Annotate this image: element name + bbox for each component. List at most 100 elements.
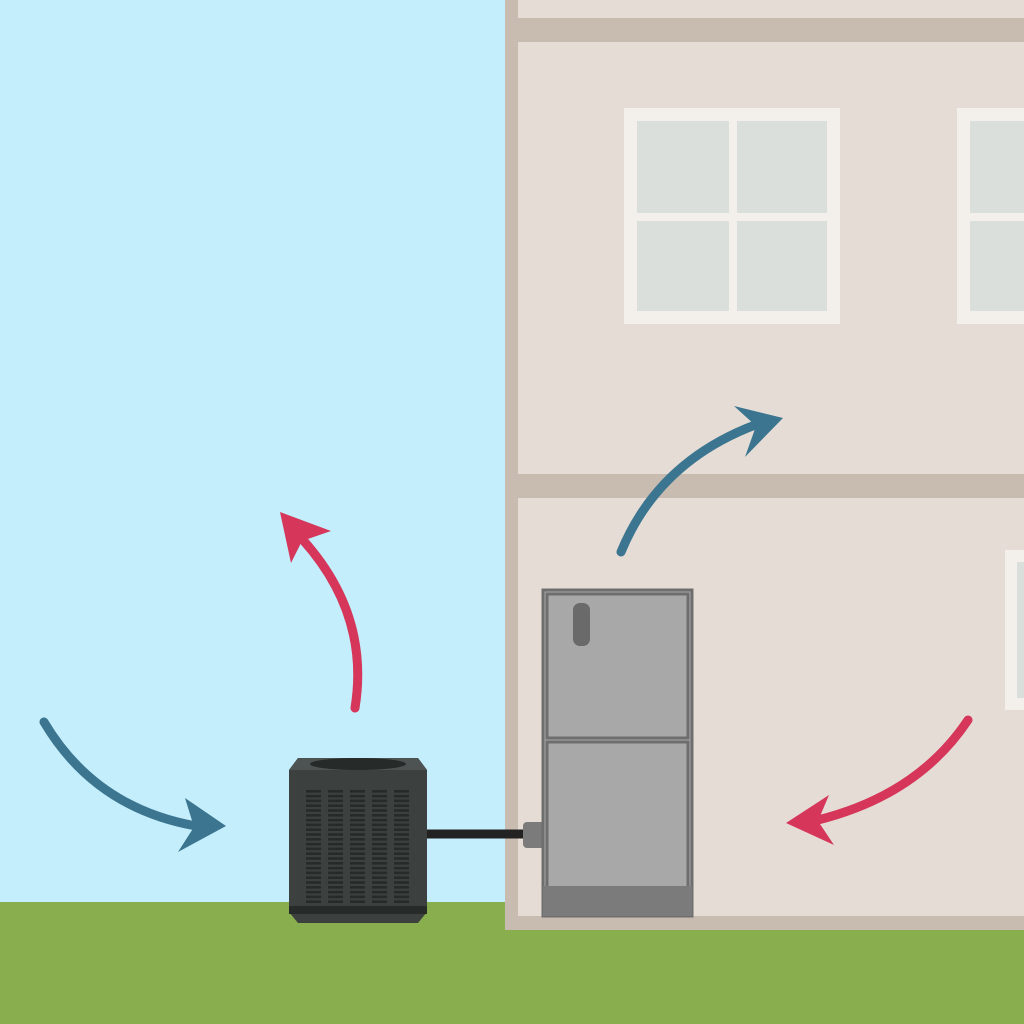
house-left-edge-trim bbox=[505, 0, 518, 930]
vent-slot bbox=[350, 833, 365, 836]
vent-slot bbox=[394, 895, 409, 899]
house-floor-divider bbox=[518, 474, 1024, 498]
vent-slot bbox=[372, 823, 387, 827]
vent-slot bbox=[328, 900, 343, 903]
vent-slot bbox=[372, 895, 387, 899]
vent-slot bbox=[350, 876, 365, 879]
vent-slot bbox=[394, 842, 409, 846]
vent-slot bbox=[372, 857, 387, 860]
vent-slot bbox=[372, 886, 387, 889]
vent-slot bbox=[372, 804, 387, 807]
vent-slot bbox=[394, 881, 409, 884]
vent-slot bbox=[394, 857, 409, 860]
heat-out-arrow bbox=[280, 512, 363, 713]
vent-slot bbox=[372, 838, 387, 841]
vent-slot bbox=[372, 847, 387, 851]
vent-slot bbox=[350, 890, 365, 894]
vent-slot bbox=[306, 900, 321, 903]
house-top-band bbox=[518, 18, 1024, 42]
vent-slot bbox=[394, 890, 409, 894]
vent-slot bbox=[394, 823, 409, 827]
vent-slot bbox=[328, 790, 343, 793]
vent-slot bbox=[328, 804, 343, 807]
vent-slot bbox=[394, 871, 409, 875]
vent-slot bbox=[306, 799, 321, 803]
vent-slot bbox=[372, 833, 387, 836]
vent-slot bbox=[306, 881, 321, 884]
vent-slot bbox=[350, 823, 365, 827]
vent-slot bbox=[306, 886, 321, 889]
vent-slot bbox=[372, 809, 387, 812]
vent-slot bbox=[372, 794, 387, 798]
vent-slot bbox=[394, 828, 409, 831]
window-upper-right bbox=[957, 108, 1024, 324]
vent-slot bbox=[328, 886, 343, 889]
vent-slot bbox=[350, 900, 365, 903]
vent-slot bbox=[394, 794, 409, 798]
vent-slot bbox=[372, 814, 387, 817]
vent-slot bbox=[350, 852, 365, 855]
vent-slot bbox=[350, 842, 365, 846]
vent-slot bbox=[350, 871, 365, 875]
vent-slot bbox=[350, 799, 365, 803]
vent-slot bbox=[328, 862, 343, 865]
vent-slot bbox=[328, 842, 343, 846]
indoor-unit-base bbox=[543, 886, 692, 916]
vent-slot bbox=[394, 790, 409, 793]
vent-slot bbox=[350, 847, 365, 851]
indoor-unit bbox=[541, 588, 694, 918]
vent-slot bbox=[372, 828, 387, 831]
vent-slot bbox=[328, 814, 343, 817]
vent-slot bbox=[328, 866, 343, 870]
vent-slot bbox=[372, 842, 387, 846]
vent-slot bbox=[328, 847, 343, 851]
vent-slot bbox=[372, 871, 387, 875]
vent-slot bbox=[328, 871, 343, 875]
vent-slot bbox=[372, 799, 387, 803]
vent-slot bbox=[306, 847, 321, 851]
vent-slot bbox=[306, 828, 321, 831]
house bbox=[505, 0, 1024, 930]
vent-slot bbox=[350, 862, 365, 865]
vent-slot bbox=[372, 890, 387, 894]
vent-slot bbox=[306, 794, 321, 798]
vent-slot bbox=[306, 838, 321, 841]
line-coupling bbox=[523, 822, 545, 848]
vent-slot bbox=[328, 881, 343, 884]
vent-slot bbox=[372, 866, 387, 870]
vent-slot bbox=[328, 809, 343, 812]
airflow-arrows bbox=[39, 406, 973, 852]
fan-grille bbox=[310, 758, 406, 770]
vent-slot bbox=[394, 833, 409, 836]
vent-slot bbox=[306, 895, 321, 899]
vent-slot bbox=[394, 838, 409, 841]
vent-slot bbox=[306, 823, 321, 827]
window-upper-left bbox=[624, 108, 840, 324]
vent-slot bbox=[350, 790, 365, 793]
vent-slot bbox=[328, 852, 343, 855]
heat-in-arrow bbox=[786, 715, 973, 845]
vent-slot bbox=[306, 842, 321, 846]
vent-slot bbox=[372, 900, 387, 903]
indoor-unit-lower-panel bbox=[545, 740, 690, 890]
vent-slot bbox=[306, 857, 321, 860]
vent-slot bbox=[394, 852, 409, 855]
vent-slot bbox=[350, 828, 365, 831]
vent-slot bbox=[394, 814, 409, 817]
vent-slot bbox=[306, 862, 321, 865]
vent-slot bbox=[350, 814, 365, 817]
vent-slot bbox=[328, 828, 343, 831]
refrigerant-line bbox=[424, 822, 545, 848]
vent-slot bbox=[350, 895, 365, 899]
indoor-unit-upper-panel bbox=[545, 592, 690, 740]
vent-slot bbox=[328, 876, 343, 879]
vent-slot bbox=[350, 881, 365, 884]
vent-slot bbox=[372, 852, 387, 855]
vent-slot bbox=[372, 876, 387, 879]
vent-slot bbox=[306, 890, 321, 894]
cool-air-out-arrow bbox=[616, 406, 783, 557]
vent-slot bbox=[394, 886, 409, 889]
vent-slot bbox=[394, 862, 409, 865]
vent-slot bbox=[350, 838, 365, 841]
vent-slot bbox=[372, 881, 387, 884]
